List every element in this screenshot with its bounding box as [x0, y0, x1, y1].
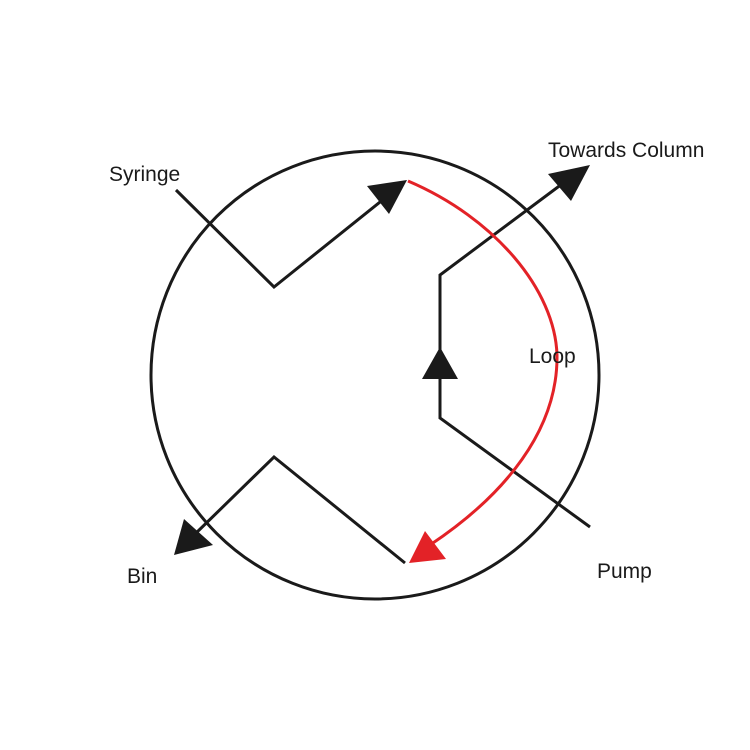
bin-arrowhead: [174, 519, 213, 555]
loop-path: [407, 179, 559, 547]
towards-column-label: Towards Column: [548, 139, 704, 162]
valve-body-circle: [149, 149, 601, 601]
column-flow-line: [438, 176, 571, 375]
loop-label: Loop: [529, 345, 576, 368]
pump-up-arrowhead: [422, 347, 458, 379]
syringe-label: Syringe: [109, 163, 180, 186]
loop-arrowhead: [409, 531, 446, 563]
pump-label: Pump: [597, 560, 652, 583]
bin-flow-line: [191, 454, 406, 565]
syringe-arrowhead: [367, 180, 407, 214]
bin-label: Bin: [127, 565, 157, 588]
towards-column-arrowhead: [548, 165, 590, 201]
syringe-flow-line: [174, 188, 386, 290]
pump-flow-line: [438, 375, 591, 529]
